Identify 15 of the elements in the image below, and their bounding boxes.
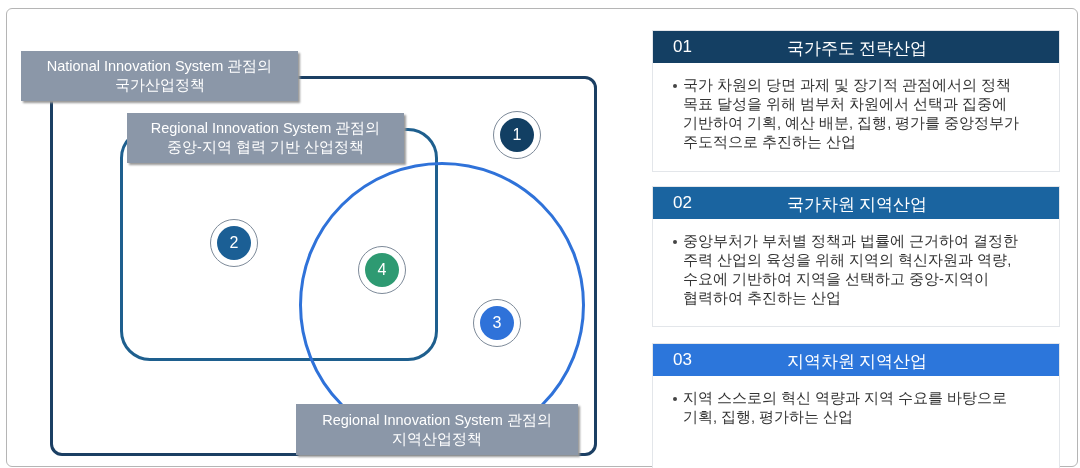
description-text: 중앙부처가 부처별 정책과 법률에 근거하여 결정한 주력 산업의 육성을 위해 지역의 혁신자원과 역량, 수요에 기반하여 지역을 선택하고 중앙-지역이 협력하여 추진하는 산업 xyxy=(683,232,1020,308)
description-text: 지역 스스로의 혁신 역량과 지역 수요를 바탕으로 기획, 집행, 평가하는 산업 xyxy=(683,389,1009,427)
heading-label: Regional Innovation System 관점의 지역산업정책 xyxy=(296,404,578,455)
heading-label: National Innovation System 관점의 국가산업정책 xyxy=(21,51,298,101)
card-title: 지역차원 지역산업 xyxy=(785,351,929,373)
description-text: 국가 차원의 당면 과제 및 장기적 관점에서의 정책 목표 달성을 위해 범부처 차원에서 선택과 집중에 기반하여 기획, 예산 배분, 집행, 평가를 중앙정부가 주도적으로 추진하는 산업 xyxy=(683,76,1021,152)
card-number: 03 xyxy=(673,350,692,370)
info-card xyxy=(652,30,1060,172)
info-card xyxy=(652,343,1060,468)
card-title: 국가차원 지역산업 xyxy=(785,194,929,216)
card-number: 01 xyxy=(673,37,692,57)
card-title: 국가주도 전략산업 xyxy=(785,38,929,60)
info-card xyxy=(652,186,1060,327)
heading-label: Regional Innovation System 관점의 중앙-지역 협력 기반 산업정책 xyxy=(127,113,404,163)
card-number: 02 xyxy=(673,193,692,213)
